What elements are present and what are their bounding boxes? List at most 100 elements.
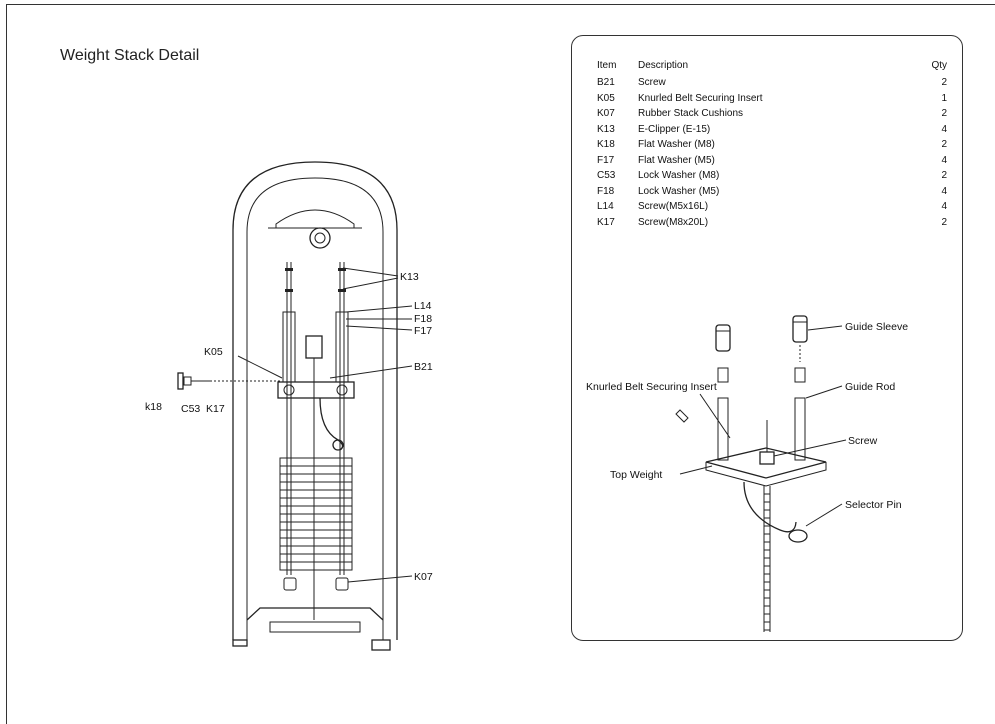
callout-l14: L14 bbox=[414, 300, 432, 312]
selector-pin bbox=[332, 439, 344, 451]
left-callout-leaders bbox=[237, 267, 413, 583]
row-item: B21 bbox=[597, 77, 615, 89]
callout-c53: C53 bbox=[181, 403, 200, 415]
detail-selector-pin bbox=[788, 529, 808, 543]
row-qty: 2 bbox=[941, 216, 947, 228]
row-item: K18 bbox=[597, 139, 615, 151]
row-qty: 2 bbox=[941, 139, 947, 151]
row-qty: 4 bbox=[941, 123, 947, 135]
callout-k13: K13 bbox=[400, 271, 419, 283]
callout-guide-rod: Guide Rod bbox=[845, 381, 895, 393]
detail-right-guide-rod bbox=[794, 397, 806, 461]
top-pulley bbox=[309, 227, 331, 249]
callout-f17: F17 bbox=[414, 325, 432, 337]
table-row: K07 Rubber Stack Cushions 2 bbox=[597, 106, 947, 122]
detail-right-guide-sleeve bbox=[792, 315, 808, 343]
base-plate bbox=[269, 621, 361, 633]
row-description: E-Clipper (E-15) bbox=[638, 123, 711, 135]
frame-outer-arch bbox=[232, 161, 398, 640]
callout-top-weight: Top Weight bbox=[610, 469, 662, 481]
row-description: Flat Washer (M5) bbox=[638, 154, 715, 166]
right-callouts: Guide Sleeve Guide Rod Knurled Belt Secu… bbox=[586, 321, 908, 511]
clip-lower-left bbox=[285, 289, 293, 292]
left-callouts: K13 L14 F18 F17 K05 B21 k18 C53 K17 K07 bbox=[145, 271, 433, 583]
leader-guide-sleeve bbox=[807, 325, 843, 331]
header-qty: Qty bbox=[931, 59, 947, 71]
belt-insert-block bbox=[305, 335, 323, 359]
leader-selector-pin bbox=[805, 503, 843, 527]
weight-stack-frame-drawing bbox=[177, 161, 398, 651]
left-foot bbox=[232, 639, 248, 647]
callout-k17: K17 bbox=[206, 403, 225, 415]
base-top bbox=[246, 607, 384, 621]
row-item: K13 bbox=[597, 123, 615, 135]
leader-k13-a bbox=[342, 267, 399, 277]
table-row: K17 Screw(M8x20L) 2 bbox=[597, 215, 947, 231]
weight-plate-stack bbox=[279, 457, 353, 571]
k18-washer bbox=[177, 372, 184, 390]
right-foot bbox=[371, 639, 391, 651]
leader-knurled-insert bbox=[699, 393, 731, 439]
right-stack-cushion bbox=[335, 577, 349, 591]
row-qty: 4 bbox=[941, 154, 947, 166]
parts-table-header: Item Description Qty bbox=[597, 55, 947, 75]
detail-left-guide-rod bbox=[717, 397, 729, 461]
leader-k05 bbox=[237, 355, 283, 379]
parts-panel bbox=[571, 35, 963, 641]
row-item: C53 bbox=[597, 170, 616, 182]
row-item: K07 bbox=[597, 108, 615, 120]
page-title: Weight Stack Detail bbox=[60, 47, 200, 64]
clip-upper-left bbox=[285, 268, 293, 271]
table-row: B21 Screw 2 bbox=[597, 75, 947, 91]
row-qty: 4 bbox=[941, 201, 947, 213]
callout-guide-sleeve: Guide Sleeve bbox=[845, 321, 908, 333]
row-description: Flat Washer (M8) bbox=[638, 139, 715, 151]
detail-right-rod-collar bbox=[794, 367, 806, 383]
row-item: K05 bbox=[597, 92, 615, 104]
row-qty: 4 bbox=[941, 185, 947, 197]
detail-left-guide-sleeve bbox=[715, 324, 731, 352]
detail-pin-lanyard bbox=[743, 481, 797, 533]
row-description: Screw bbox=[638, 77, 666, 89]
top-plate bbox=[275, 209, 355, 229]
leader-top-weight bbox=[679, 465, 713, 475]
row-item: L14 bbox=[597, 201, 614, 213]
clip-lower-right bbox=[338, 289, 346, 292]
table-row: K05 Knurled Belt Securing Insert 1 bbox=[597, 91, 947, 107]
clip-upper-right bbox=[338, 268, 346, 271]
row-description: Screw(M5x16L) bbox=[638, 201, 709, 213]
top-weight-plate bbox=[277, 381, 355, 399]
callout-knurled-insert: Knurled Belt Securing Insert bbox=[586, 381, 717, 393]
row-description: Knurled Belt Securing Insert bbox=[638, 92, 763, 104]
table-row: K13 E-Clipper (E-15) 4 bbox=[597, 122, 947, 138]
diagram-canvas: K13 L14 F18 F17 K05 B21 k18 C53 K17 K07 bbox=[145, 161, 908, 651]
right-callout-leaders bbox=[679, 325, 847, 527]
callout-k07: K07 bbox=[414, 571, 433, 583]
table-row: L14 Screw(M5x16L) 4 bbox=[597, 199, 947, 215]
row-qty: 2 bbox=[941, 170, 947, 182]
detail-selector-rod-holes bbox=[764, 493, 770, 631]
selector-pin-lanyard bbox=[319, 397, 344, 451]
table-row: K18 Flat Washer (M8) 2 bbox=[597, 137, 947, 153]
table-row: F18 Lock Washer (M5) 4 bbox=[597, 184, 947, 200]
row-qty: 2 bbox=[941, 77, 947, 89]
header-item: Item bbox=[597, 59, 617, 71]
callout-k18: k18 bbox=[145, 401, 162, 413]
table-row: C53 Lock Washer (M8) 2 bbox=[597, 168, 947, 184]
callout-screw: Screw bbox=[848, 435, 878, 447]
top-weight-detail-drawing bbox=[675, 315, 827, 632]
parts-table: Item Description Qty B21 Screw 2 K05 Knu… bbox=[597, 55, 947, 230]
leader-k13-b bbox=[342, 277, 399, 290]
leader-screw bbox=[773, 439, 847, 457]
row-description: Lock Washer (M5) bbox=[638, 185, 720, 197]
top-weight-bushing-left bbox=[283, 384, 295, 396]
header-description: Description bbox=[638, 59, 689, 71]
callout-selector-pin: Selector Pin bbox=[845, 499, 902, 511]
row-item: F17 bbox=[597, 154, 615, 166]
left-guide-sleeve bbox=[282, 311, 296, 383]
row-qty: 2 bbox=[941, 108, 947, 120]
detail-knurled-insert bbox=[675, 409, 689, 423]
row-qty: 1 bbox=[941, 92, 947, 104]
detail-center-screw bbox=[759, 451, 775, 465]
stack-plate-lines bbox=[280, 465, 352, 563]
